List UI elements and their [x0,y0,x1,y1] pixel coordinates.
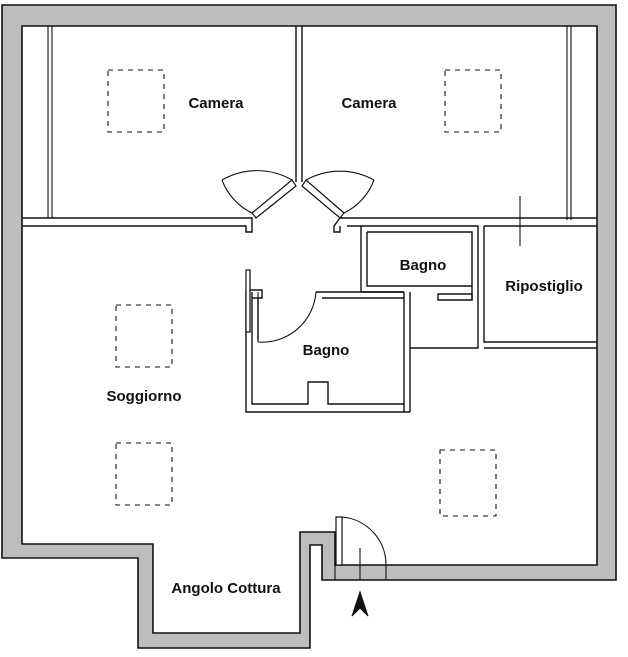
doors [221,170,387,580]
entrance-door [335,516,343,566]
label-angolo-cottura: Angolo Cottura [171,580,281,597]
label-bagno-upper: Bagno [400,257,447,274]
label-soggiorno: Soggiorno [107,388,182,405]
door-bagno-lower [257,291,317,343]
north-arrow-icon [351,590,369,617]
label-camera-right: Camera [341,95,397,112]
label-ripostiglio: Ripostiglio [505,278,583,295]
label-bagno-lower: Bagno [303,342,350,359]
interior-walls [22,26,597,580]
door-camera-right [301,179,345,219]
outer-wall [1,4,617,649]
ceiling-light-markers [107,69,502,517]
door-camera-left [251,179,297,219]
label-camera-left: Camera [188,95,244,112]
room-labels: Camera Camera Bagno Ripostiglio Bagno So… [107,95,583,597]
